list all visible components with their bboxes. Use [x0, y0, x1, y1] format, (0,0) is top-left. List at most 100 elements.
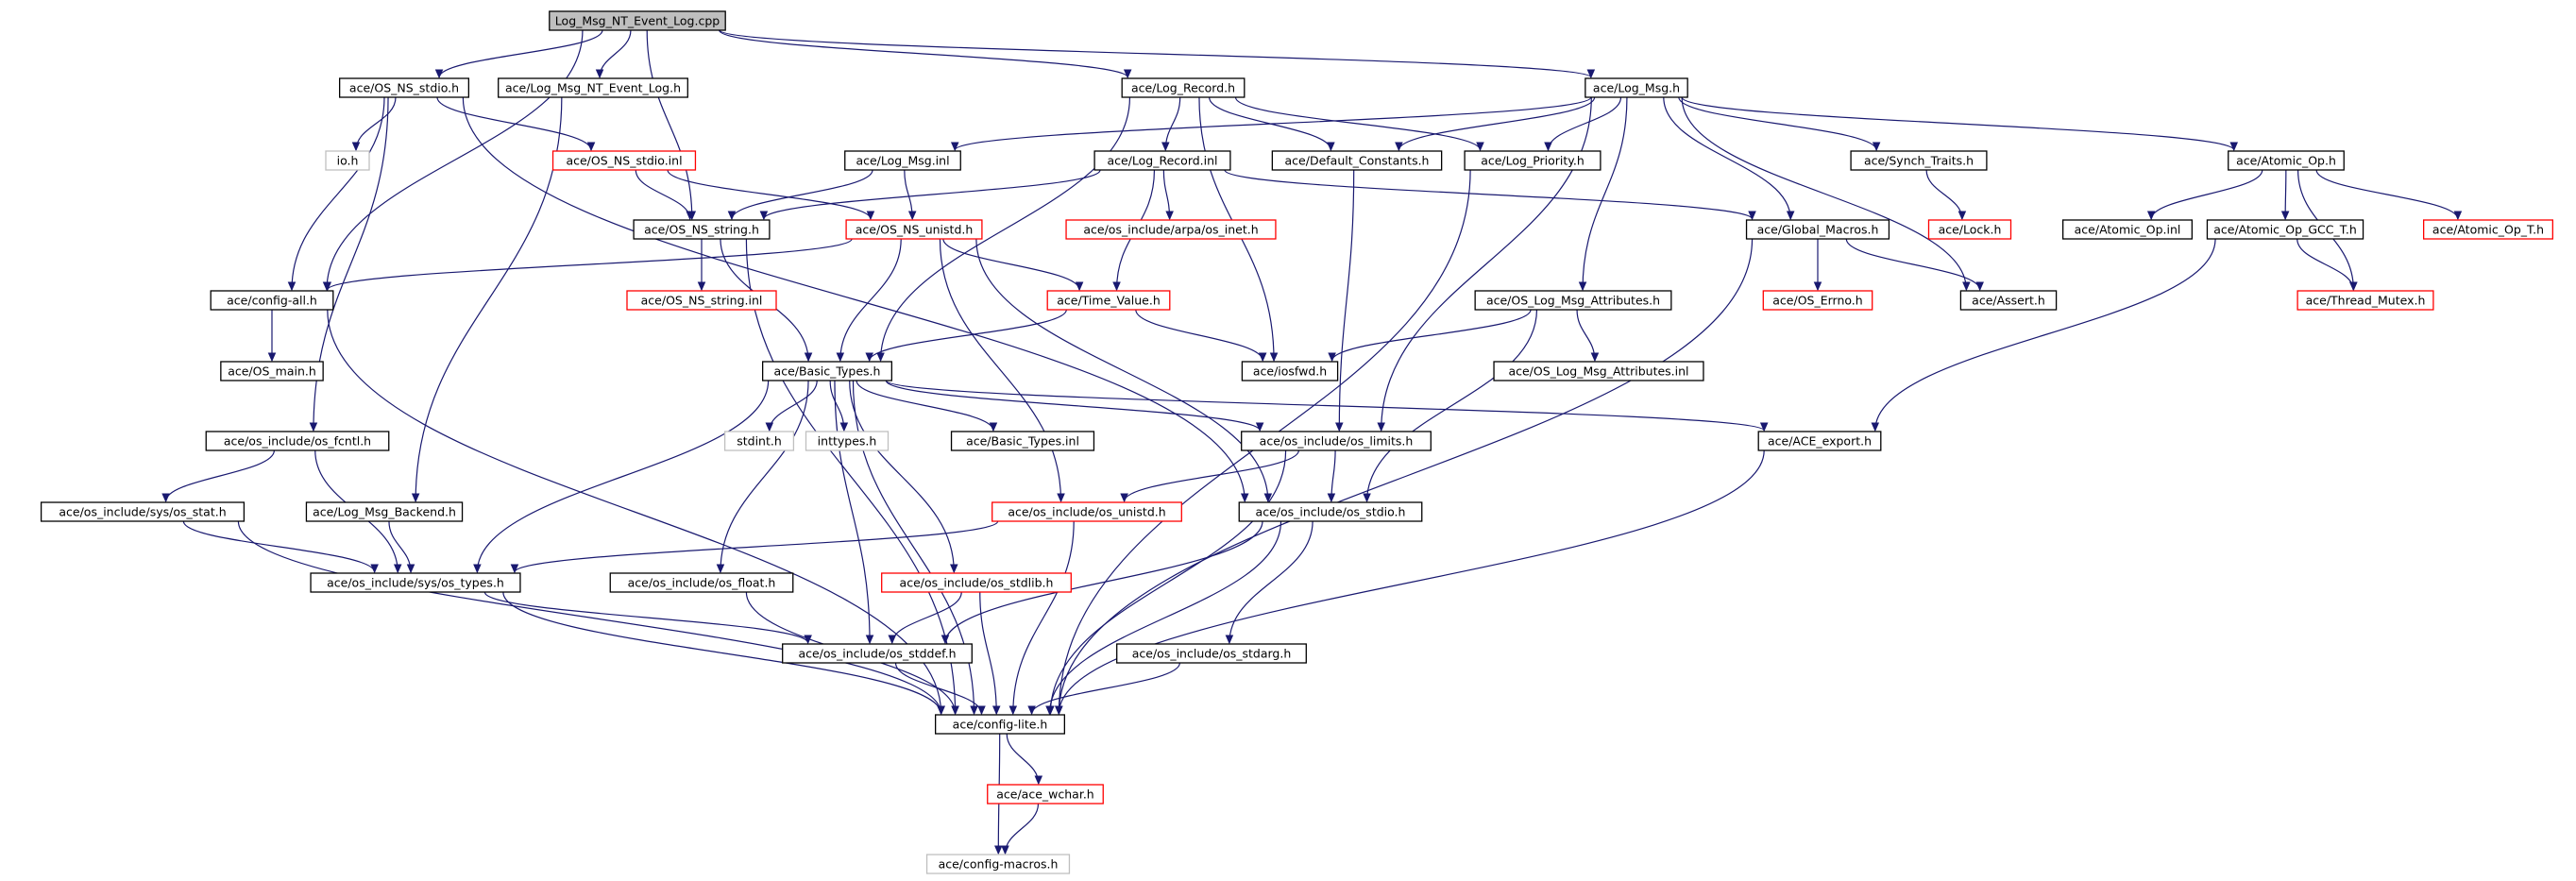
arrowhead-os_types_h — [393, 564, 402, 574]
node-box — [1121, 77, 1246, 98]
node-label: ace/OS_NS_stdio.h — [349, 81, 459, 95]
node-os-ns-stdio-h: ace/OS_NS_stdio.h — [338, 77, 469, 98]
node-os-float-h: ace/os_include/os_float.h — [609, 572, 794, 593]
node-label: ace/Log_Msg.h — [1593, 81, 1680, 95]
arrowhead-inttypes_h — [839, 422, 849, 432]
edge-os_limits_h-to-os_unistd_h — [1124, 449, 1299, 502]
node-label: ace/Log_Record.inl — [1107, 154, 1217, 168]
edge-default_constants_h-to-os_limits_h — [1338, 169, 1355, 432]
arrowhead-config_lite_h — [937, 705, 945, 716]
node-box — [325, 150, 370, 171]
arrowhead-config_all_h — [323, 281, 332, 292]
node-box — [881, 572, 1072, 593]
edge-basic_types_h-to-os_float_h — [720, 380, 809, 573]
arrowhead-basic_types_h — [836, 352, 845, 363]
node-os-stdarg-h: ace/os_include/os_stdarg.h — [1116, 643, 1307, 664]
node-label: ace/Atomic_Op.inl — [2075, 223, 2181, 237]
arrowhead-os_ns_string_inl — [697, 281, 706, 292]
node-label: Log_Msg_NT_Event_Log.cpp — [555, 14, 720, 28]
edge-global_macros_h-to-config_lite_h — [1058, 238, 1754, 715]
node-layer: Log_Msg_NT_Event_Log.cpp ace/OS_NS_stdio.… — [40, 10, 2553, 874]
edge-os_ns_unistd_h-to-time_value_h — [942, 238, 1080, 291]
node-label: ace/Log_Msg_Backend.h — [313, 505, 456, 519]
edge-basic_types_h-to-os_limits_h — [885, 380, 1261, 432]
node-os-stat-h: ace/os_include/sys/os_stat.h — [40, 501, 246, 522]
arrowhead-os_ns_string_h — [759, 211, 769, 221]
arrowhead-log_msg_inl — [950, 142, 959, 152]
arrowhead-os_stddef_h — [865, 635, 874, 645]
arrowhead-config_lite_h — [1008, 705, 1018, 716]
edge-log_record_h-to-basic_types_h — [879, 96, 1131, 362]
node-box — [2206, 219, 2364, 240]
arrowhead-atomic_op_inl — [2146, 211, 2156, 221]
node-config-lite-h: ace/config-lite.h — [935, 714, 1066, 735]
node-log-priority-h: ace/Log_Priority.h — [1464, 150, 1602, 171]
arrowhead-global_macros_h — [1748, 211, 1756, 221]
edge-os_ns_stdio_h-to-os_ns_stdio_inl — [436, 96, 592, 151]
edge-ace_wchar_h-to-config_macros_h — [1004, 803, 1040, 855]
edge-os_ns_string_h-to-config_lite_h — [745, 238, 957, 715]
node-label: ace/Log_Msg.inl — [856, 154, 949, 168]
node-atomic-op-gcc-t-h: ace/Atomic_Op_GCC_T.h — [2206, 219, 2364, 240]
edge-os_fcntl_h-to-os_stat_h — [165, 449, 275, 502]
node-default-constants-h: ace/Default_Constants.h — [1271, 150, 1443, 171]
edge-root-to-log_msg_h — [719, 29, 1592, 78]
node-label: ace/OS_Log_Msg_Attributes.inl — [1508, 364, 1688, 379]
node-box — [210, 290, 334, 311]
node-ace-export-h: ace/ACE_export.h — [1757, 431, 1882, 451]
node-label: ace/OS_NS_stdio.inl — [566, 154, 682, 168]
node-box — [2228, 150, 2345, 171]
node-label: ace/Global_Macros.h — [1757, 223, 1879, 237]
node-label: ace/OS_NS_unistd.h — [856, 223, 974, 237]
arrowhead-os_ns_string_h — [686, 211, 694, 221]
node-global-macros-h: ace/Global_Macros.h — [1745, 219, 1890, 240]
arrowhead-os_types_h — [370, 564, 379, 574]
node-log-record-h: ace/Log_Record.h — [1121, 77, 1246, 98]
node-box — [991, 501, 1182, 522]
edge-os_log_msg_attr_h-to-iosfwd_h — [1331, 309, 1532, 362]
arrowhead-log_record_h — [1123, 69, 1132, 79]
node-box — [1046, 290, 1171, 311]
node-label: ace/Basic_Types.inl — [966, 434, 1079, 449]
node-box — [950, 431, 1095, 451]
node-box — [1241, 431, 1432, 451]
arrowhead-ace_wchar_h — [1034, 775, 1043, 786]
arrowhead-os_limits_h — [1255, 422, 1264, 432]
arrowhead-default_constants_h — [1327, 142, 1335, 152]
arrowhead-basic_types_h — [865, 352, 873, 363]
node-log-msg-backend-h: ace/Log_Msg_Backend.h — [305, 501, 464, 522]
node-box — [338, 77, 469, 98]
node-os-fcntl-h: ace/os_include/os_fcntl.h — [205, 431, 390, 451]
arrowhead-lock_h — [1957, 211, 1967, 221]
arrowhead-log_priority_h — [1476, 142, 1484, 152]
node-box — [609, 572, 794, 593]
node-box — [723, 431, 795, 451]
node-atomic-op-inl: ace/Atomic_Op.inl — [2061, 219, 2193, 240]
node-basic-types-h: ace/Basic_Types.h — [762, 361, 893, 381]
node-atomic-op-t-h: ace/Atomic_Op_T.h — [2422, 219, 2553, 240]
edge-log_record_h-to-log_priority_h — [1234, 96, 1482, 151]
arrowhead-config_macros_h — [994, 845, 1003, 856]
arrowhead-synch_traits_h — [1872, 142, 1881, 152]
edge-os_ns_stdio_h-to-config_all_h — [291, 96, 385, 291]
arrowhead-time_value_h — [1075, 281, 1084, 292]
arrowhead-arpa_inet_h — [1165, 211, 1174, 221]
edge-os_stat_h-to-os_types_h — [182, 520, 376, 573]
edge-os_stdio_h-to-os_stddef_h — [944, 520, 1263, 644]
node-label: ace/os_include/os_unistd.h — [1008, 505, 1165, 519]
arrowhead-log_priority_h — [1544, 142, 1552, 152]
edge-global_macros_h-to-assert_h — [1845, 238, 1981, 291]
node-nt-event-log-h: ace/Log_Msg_NT_Event_Log.h — [498, 77, 688, 98]
node-box — [1271, 150, 1443, 171]
edge-root-to-os_ns_stdio_h — [438, 29, 603, 78]
edge-os_ns_stdio_inl-to-os_ns_string_h — [635, 169, 691, 220]
node-box — [805, 431, 890, 451]
arrowhead-os_ns_stdio_inl — [586, 142, 596, 152]
edge-layer — [161, 29, 2463, 856]
node-os-log-msg-attr-h: ace/OS_Log_Msg_Attributes.h — [1474, 290, 1672, 311]
edge-os_ns_stdio_h-to-os_fcntl_h — [313, 96, 389, 432]
node-label: ace/iosfwd.h — [1253, 364, 1327, 379]
node-root: Log_Msg_NT_Event_Log.cpp — [549, 10, 726, 31]
arrowhead-os_stdio_h — [1327, 493, 1336, 503]
